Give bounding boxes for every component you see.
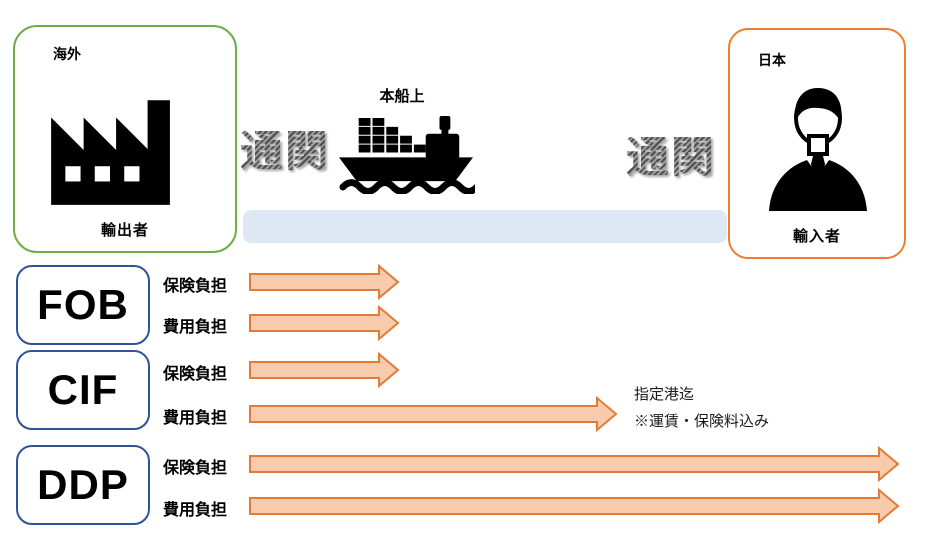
importer-label: 輸入者 <box>792 228 841 245</box>
burden-arrow-fob-cost <box>249 304 400 342</box>
importer-box: 日本 輸入者 <box>728 28 906 259</box>
burden-arrow-cif-insurance <box>249 351 400 389</box>
factory-icon <box>51 100 170 205</box>
exporter-box: 海外 輸出者 <box>13 25 237 253</box>
term-code: CIF <box>47 366 119 413</box>
exporter-label: 輸出者 <box>100 222 149 239</box>
burden-label-cif-cost: 費用負担 <box>163 410 228 427</box>
term-box-fob: FOB <box>16 265 150 345</box>
onboard-label: 本船上 <box>379 88 425 105</box>
note-line: ※運賃・保険料込み <box>634 414 770 430</box>
burden-arrow-fob-insurance <box>249 263 400 301</box>
term-box-cif: CIF <box>16 350 150 430</box>
note-line: 指定港迄 <box>634 387 695 403</box>
region-label-japan: 日本 <box>758 52 786 68</box>
customs-left-label: 通関 <box>240 128 330 176</box>
burden-label-cif-insurance: 保険負担 <box>163 366 228 383</box>
cargo-ship-icon <box>338 116 475 194</box>
businessman-icon <box>769 88 867 211</box>
burden-arrow-ddp-insurance <box>249 445 900 483</box>
term-box-ddp: DDP <box>16 445 150 525</box>
burden-arrow-ddp-cost <box>249 487 900 525</box>
term-code: FOB <box>37 281 129 328</box>
designated-port-note: 指定港迄 ※運賃・保険料込み <box>634 382 769 436</box>
burden-arrow-cif-cost <box>249 395 618 433</box>
burden-label-ddp-cost: 費用負担 <box>163 502 228 519</box>
burden-label-fob-insurance: 保険負担 <box>163 278 228 295</box>
customs-right-label: 通関 <box>626 134 716 182</box>
burden-label-fob-cost: 費用負担 <box>163 319 228 336</box>
sea-transit-bar <box>243 210 727 243</box>
region-label-overseas: 海外 <box>53 46 81 62</box>
term-code: DDP <box>37 461 129 508</box>
burden-label-ddp-insurance: 保険負担 <box>163 460 228 477</box>
